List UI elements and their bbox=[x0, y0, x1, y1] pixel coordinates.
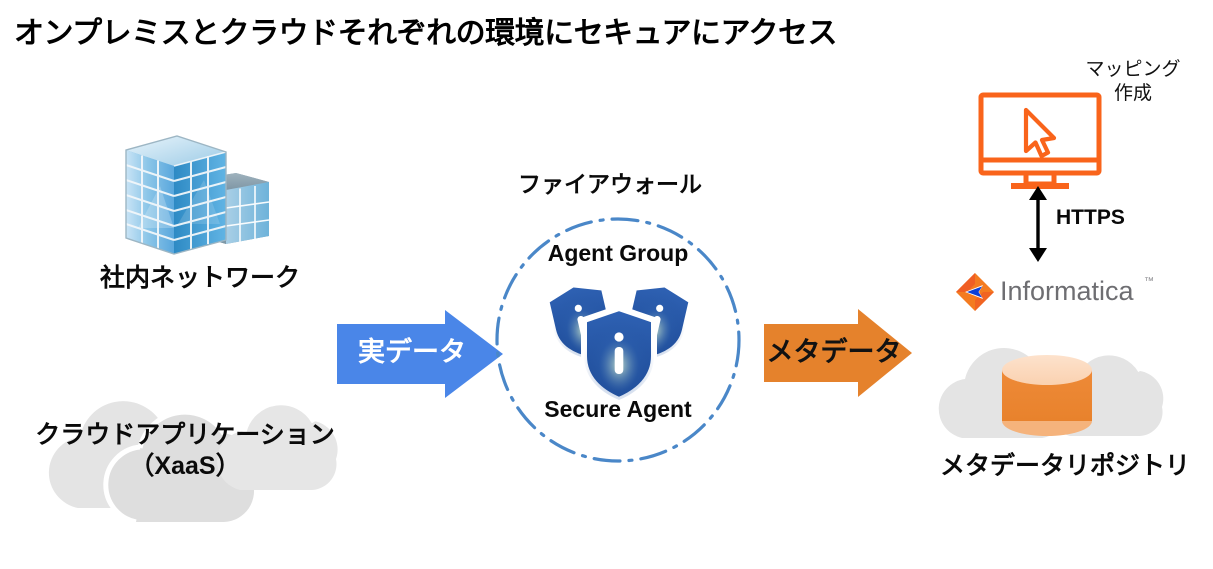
mapping-label: マッピング 作成 bbox=[1058, 58, 1208, 106]
cloud-cluster-icon bbox=[8, 362, 360, 532]
onprem-label: 社内ネットワーク bbox=[99, 264, 300, 292]
firewall-label: ファイアウォール bbox=[518, 171, 702, 197]
firewall-boundary-circle bbox=[490, 212, 746, 468]
informatica-diamond-logo bbox=[955, 272, 995, 312]
cloud-apps-label-line1: クラウドアプリケーション bbox=[35, 421, 335, 449]
office-buildings-icon bbox=[108, 128, 298, 260]
mapping-label-line2: 作成 bbox=[1113, 82, 1152, 104]
informatica-wordmark: Informatica bbox=[1000, 276, 1134, 306]
https-arrow bbox=[1020, 186, 1056, 262]
page-title: オンプレミスとクラウドそれぞれの環境にセキュアにアクセス bbox=[14, 17, 838, 50]
metadata-arrow-label: メタデータ bbox=[766, 337, 902, 367]
three-shields-icon bbox=[544, 280, 694, 403]
cloud-apps-label: クラウドアプリケーション （XaaS） bbox=[10, 420, 360, 481]
real-data-arrow bbox=[335, 308, 507, 400]
cloud-apps-label-line2: （XaaS） bbox=[129, 451, 241, 480]
informatica-trademark: ™ bbox=[1144, 276, 1154, 287]
agent-group-label: Agent Group bbox=[547, 240, 689, 266]
metadata-repository-label: メタデータリポジトリ bbox=[939, 452, 1190, 480]
metadata-arrow bbox=[762, 306, 914, 400]
real-data-arrow-label: 実データ bbox=[358, 337, 466, 367]
mapping-label-line1: マッピング bbox=[1085, 59, 1181, 80]
cloud-database-icon bbox=[918, 318, 1208, 448]
https-label: HTTPS bbox=[1056, 206, 1125, 229]
monitor-cursor-icon bbox=[978, 92, 1110, 198]
